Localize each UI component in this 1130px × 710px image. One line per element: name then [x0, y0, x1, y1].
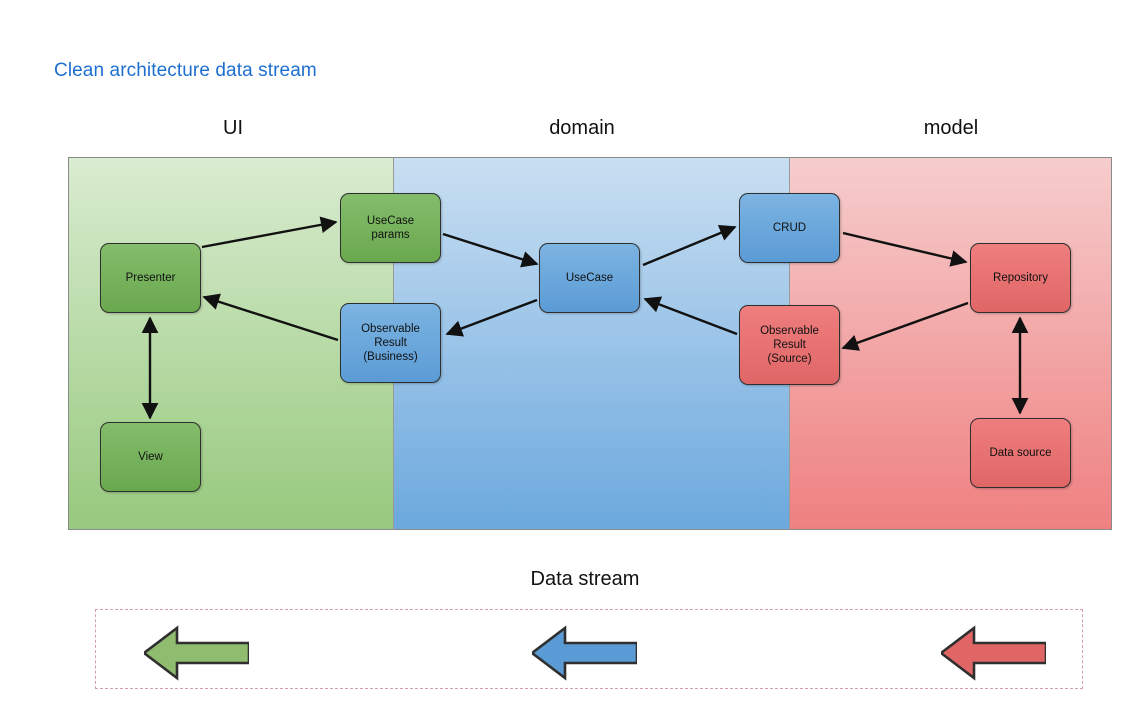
column-header-ui: UI — [223, 117, 243, 139]
node-data-source[interactable]: Data source — [970, 418, 1071, 488]
stream-arrow-domain — [532, 625, 637, 681]
node-usecase-params[interactable]: UseCase params — [340, 193, 441, 263]
page-title: Clean architecture data stream — [54, 60, 317, 81]
architecture-bands — [68, 157, 1112, 530]
node-view[interactable]: View — [100, 422, 201, 492]
column-header-model: model — [923, 117, 979, 139]
data-stream-title: Data stream — [530, 568, 640, 590]
node-observable-result-source[interactable]: Observable Result (Source) — [739, 305, 840, 385]
data-stream-box — [95, 609, 1083, 689]
node-crud[interactable]: CRUD — [739, 193, 840, 263]
node-presenter[interactable]: Presenter — [100, 243, 201, 313]
node-observable-result-business[interactable]: Observable Result (Business) — [340, 303, 441, 383]
band-domain — [394, 158, 790, 529]
node-usecase[interactable]: UseCase — [539, 243, 640, 313]
stream-arrow-model — [941, 625, 1046, 681]
column-header-domain: domain — [549, 117, 615, 139]
stream-arrow-ui — [144, 625, 249, 681]
node-repository[interactable]: Repository — [970, 243, 1071, 313]
